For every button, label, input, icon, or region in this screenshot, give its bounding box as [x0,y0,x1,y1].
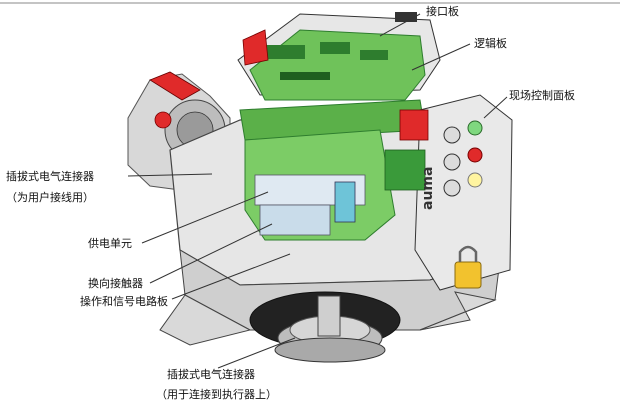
label-local-control-panel: 现场控制面板 [509,89,575,102]
label-reversing-contactor: 换向接触器 [88,277,143,290]
indicator-green [467,120,483,136]
chip [360,50,388,60]
reversing-contactor-unit [259,204,331,236]
label-port-board: 接口板 [426,5,459,18]
indicator-yellow [467,172,483,188]
label-plug-connector-actuator-note: （用于连接到执行器上） [156,388,277,401]
chip [265,45,305,59]
motor-fan [249,291,401,363]
board-stack [237,12,441,141]
label-plug-connector-actuator: 插拔式电气连接器 [167,368,255,381]
label-plug-connector-user: 插拔式电气连接器 [6,170,94,183]
label-signal-board: 操作和信号电路板 [80,295,168,308]
chip [395,12,417,22]
electronics-core [244,129,396,241]
auma-logo: auma [420,167,436,210]
indicator-red [467,147,483,163]
leader-lines [127,13,508,369]
label-plug-connector-user-note: （为用户接线用） [6,191,94,204]
padlock-icon [454,261,482,289]
local-control-panel-shape: auma [384,94,513,291]
chip [280,72,330,80]
label-logic-board: 逻辑板 [474,37,507,50]
label-power-supply: 供电单元 [88,237,132,250]
chip [320,42,350,54]
